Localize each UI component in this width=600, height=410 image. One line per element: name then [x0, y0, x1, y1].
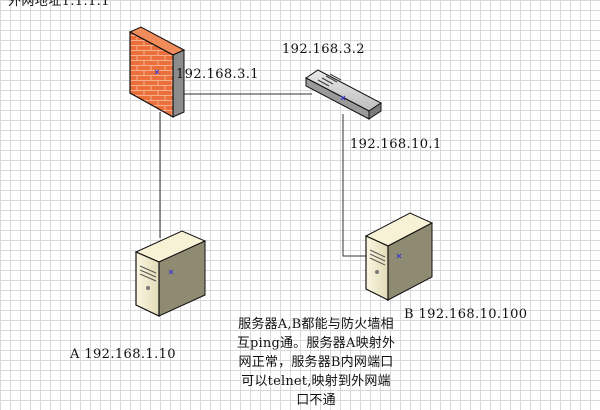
- note-line: 可以telnet,映射到外网端: [241, 374, 391, 389]
- note-line: 互ping通。服务器A映射外: [236, 336, 396, 351]
- network-links: [159, 93, 370, 257]
- firewall-ip-label: 192.168.3.1: [176, 67, 259, 82]
- note-line: 服务器A,B都能与防火墙相: [238, 317, 394, 332]
- switch-downlink-ip-label: 192.168.10.1: [350, 137, 442, 152]
- server-b-icon: [364, 212, 434, 301]
- server-b-label: B 192.168.10.100: [404, 307, 528, 322]
- server-a-label: A 192.168.1.10: [70, 347, 176, 362]
- wan-address-label: 外网地址1.1.1.1: [8, 0, 110, 9]
- switch-icon: [305, 69, 382, 120]
- note-line: 口不通: [296, 393, 336, 408]
- link-switch-server-b: [342, 114, 370, 257]
- note-line: 网正常，服务器B内网端口: [238, 355, 394, 370]
- network-diagram: [128, 26, 434, 317]
- firewall-icon: [128, 26, 186, 119]
- server-a-icon: [134, 230, 207, 317]
- switch-uplink-ip-label: 192.168.3.2: [282, 42, 365, 57]
- diagram-note: 服务器A,B都能与防火墙相 互ping通。服务器A映射外 网正常，服务器B内网端…: [226, 315, 406, 410]
